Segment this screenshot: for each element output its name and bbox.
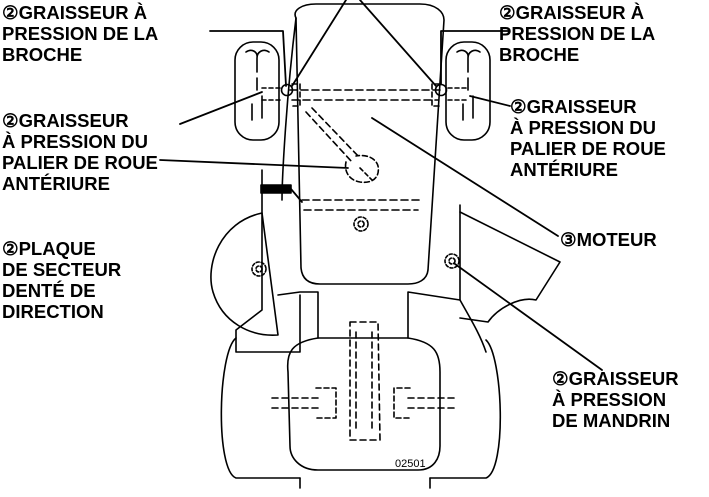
- frame-dashed: [301, 199, 421, 211]
- front-axle-dashed: [289, 89, 441, 101]
- label-line: DE MANDRIN: [552, 410, 671, 431]
- label-line: ANTÉRIURE: [510, 159, 618, 180]
- label-line: DE SECTEUR: [2, 259, 122, 280]
- label-line: PALIER DE ROUE: [2, 152, 158, 173]
- leader-wheel-bearing-right: [469, 95, 511, 107]
- label-line: ANTÉRIURE: [2, 173, 110, 194]
- label-line: BROCHE: [2, 44, 83, 65]
- label-line: À PRESSION DU: [510, 117, 656, 138]
- hood: [294, 3, 445, 285]
- label-mandrel-fitting: ②GRAISSEUR À PRESSION DE MANDRIN: [552, 368, 679, 431]
- deck-right-chute: [459, 211, 561, 323]
- rear-body: [286, 337, 441, 471]
- steering-link-dashed: [305, 107, 361, 163]
- steering-plate-fitting: [353, 216, 369, 232]
- rear-left-wheel: [220, 337, 301, 479]
- label-line: À PRESSION DU: [2, 131, 148, 152]
- steering-lever: [260, 184, 292, 194]
- leader-top-left: [291, 0, 347, 87]
- label-line: BROCHE: [499, 44, 580, 65]
- label-line: ②GRAISSEUR: [510, 96, 637, 117]
- leader-lever: [290, 188, 303, 203]
- rear-right-wheel: [429, 339, 502, 479]
- label-line: ③MOTEUR: [560, 229, 657, 250]
- leader-lines: [159, 0, 603, 371]
- leader-top-right: [359, 0, 437, 87]
- front-right-tire: [445, 41, 491, 141]
- label-line: PRESSION DE LA: [499, 23, 656, 44]
- label-steering-plate: ②PLAQUE DE SECTEUR DENTÉ DE DIRECTION: [2, 238, 121, 322]
- mid-body: [277, 291, 461, 339]
- deck-left-fitting: [251, 261, 267, 277]
- label-line: ②GRAISSEUR À: [2, 2, 148, 23]
- spindle-fitting-left: [280, 83, 294, 97]
- label-line: À PRESSION: [552, 389, 667, 410]
- label-line: ②GRAISSEUR: [2, 110, 129, 131]
- deck-left-lobe: [210, 212, 279, 336]
- leader-spindle-right: [440, 30, 509, 85]
- label-line: ②PLAQUE: [2, 238, 96, 259]
- label-line: ②GRAISSEUR: [552, 368, 679, 389]
- front-left-tire: [234, 41, 280, 141]
- label-line: ②GRAISSEUR À: [499, 2, 645, 23]
- seat-dashed: [349, 321, 381, 441]
- label-wheel-bearing-left: ②GRAISSEUR À PRESSION DU PALIER DE ROUE …: [2, 110, 158, 194]
- leader-mandrel: [454, 263, 603, 371]
- leader-wheel-bearing-left: [179, 91, 263, 125]
- label-engine: ③MOTEUR: [560, 229, 657, 250]
- label-wheel-bearing-right: ②GRAISSEUR À PRESSION DU PALIER DE ROUE …: [510, 96, 666, 180]
- leader-steering-plate: [159, 159, 349, 169]
- label-line: PALIER DE ROUE: [510, 138, 666, 159]
- label-line: DENTÉ DE: [2, 280, 96, 301]
- rear-axle-dashed: [271, 397, 457, 409]
- label-line: PRESSION DE LA: [2, 23, 159, 44]
- mandrel-fitting: [444, 253, 460, 269]
- figure-number: 02501: [395, 458, 426, 470]
- label-line: DIRECTION: [2, 301, 104, 322]
- leader-engine: [371, 117, 559, 237]
- leader-spindle-left: [209, 30, 287, 87]
- label-spindle-fitting-left: ②GRAISSEUR À PRESSION DE LA BROCHE: [2, 2, 158, 65]
- label-spindle-fitting-right: ②GRAISSEUR À PRESSION DE LA BROCHE: [499, 2, 655, 65]
